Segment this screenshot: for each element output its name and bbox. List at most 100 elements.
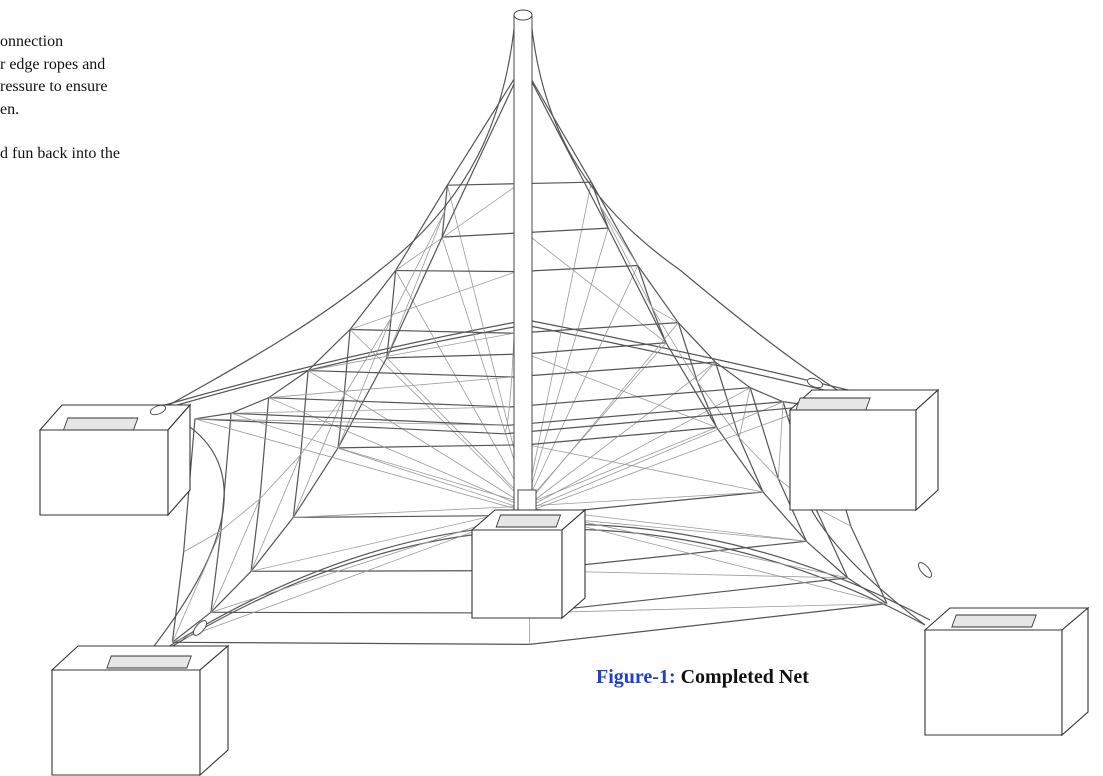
net-rope-segment bbox=[522, 64, 592, 183]
net-rope-segment bbox=[268, 376, 512, 399]
net-rope-segment bbox=[525, 227, 609, 234]
net-rope-segment bbox=[172, 511, 528, 643]
net-rope-segment bbox=[526, 322, 679, 505]
net-rope-segment bbox=[230, 397, 269, 414]
paragraph-2: d fun back into the bbox=[0, 143, 190, 166]
net-rope-segment bbox=[665, 342, 718, 428]
net-rope-segment bbox=[171, 611, 212, 643]
net-rope-segment bbox=[514, 322, 679, 334]
net-rope-segment bbox=[441, 211, 446, 238]
figure-caption: Figure-1: Completed Net bbox=[596, 666, 809, 689]
net-rope-segment bbox=[349, 329, 528, 505]
net-rope-segment bbox=[210, 570, 252, 613]
net-rope-segment bbox=[338, 444, 528, 449]
net-rope-segment bbox=[349, 271, 517, 330]
net-rope-segment bbox=[395, 269, 517, 273]
net-rope-segment bbox=[716, 427, 764, 493]
net-rope-segment bbox=[220, 413, 232, 531]
text-line: onnection bbox=[0, 33, 64, 50]
net-rope-segment bbox=[526, 227, 609, 501]
net-rope-segment bbox=[210, 498, 261, 613]
net-rope-segment bbox=[292, 454, 302, 518]
net-rope-segment bbox=[308, 369, 512, 378]
net-rope-segment bbox=[441, 236, 528, 501]
net-rope-segment bbox=[504, 405, 815, 435]
net-rope-segment bbox=[590, 181, 601, 206]
net-rope-segment bbox=[183, 530, 222, 553]
net-rope-segment bbox=[268, 397, 510, 408]
net-rope-segment bbox=[697, 361, 716, 383]
net-rope-segment bbox=[386, 210, 446, 359]
net-rope-segment bbox=[529, 577, 848, 614]
net-rope-segment bbox=[292, 395, 345, 518]
net-rope-segment bbox=[526, 361, 716, 507]
net-rope-segment bbox=[307, 329, 351, 371]
net-rope-segment bbox=[194, 418, 505, 435]
net-rope-segment bbox=[777, 401, 784, 479]
foundation-block-bottom-right bbox=[923, 606, 1090, 737]
net-rope-segment bbox=[441, 64, 524, 238]
net-rope-segment bbox=[231, 406, 510, 414]
net-rope-segment bbox=[599, 204, 653, 308]
net-rope-segment bbox=[516, 264, 638, 273]
net-rope-segment bbox=[210, 530, 222, 613]
net-rope-segment bbox=[447, 183, 520, 186]
net-rope-segment bbox=[307, 370, 528, 507]
net-rope-segment bbox=[507, 401, 784, 426]
net-rope-segment bbox=[250, 517, 294, 572]
foundation-blocks bbox=[38, 388, 1090, 776]
net-rope-segment bbox=[526, 353, 717, 428]
text-line: en. bbox=[0, 100, 20, 118]
net-rope-segment bbox=[308, 332, 515, 371]
net-rope-segment bbox=[651, 307, 679, 324]
net-rope-segment bbox=[738, 437, 779, 480]
net-rope-segment bbox=[390, 210, 446, 318]
net-rope-segment bbox=[677, 322, 699, 383]
net-rope-segment bbox=[386, 357, 528, 503]
net-rope-segment bbox=[343, 317, 392, 397]
net-rope-segment bbox=[526, 491, 764, 507]
net-rope-segment bbox=[172, 641, 530, 645]
net-rope-segment bbox=[220, 498, 261, 531]
net-rope-segment bbox=[637, 265, 653, 308]
net-rope-segment bbox=[349, 270, 397, 330]
net-rope-segment bbox=[268, 397, 528, 509]
net-rope-segment bbox=[268, 370, 309, 399]
net-rope-segment bbox=[529, 603, 888, 614]
net-rope-segment bbox=[527, 426, 717, 446]
net-rope-segment bbox=[696, 381, 718, 428]
net-rope-segment bbox=[509, 387, 751, 408]
net-rope-segment bbox=[442, 232, 526, 238]
net-rope-segment bbox=[259, 454, 301, 500]
net-rope-segment bbox=[506, 406, 510, 426]
foundation-block-center bbox=[470, 508, 587, 620]
net-rope-segment bbox=[762, 491, 807, 542]
net-rope-segment bbox=[529, 603, 888, 645]
net-rope-segment bbox=[526, 265, 639, 503]
net-rope-segment bbox=[637, 265, 679, 324]
net-rope-segment bbox=[210, 509, 528, 613]
net-rope-segment bbox=[847, 577, 888, 605]
net-rope-segment bbox=[526, 342, 667, 355]
figure-title: Completed Net bbox=[680, 666, 809, 688]
net-rope-segment bbox=[231, 412, 508, 426]
foundation-block-right bbox=[788, 388, 940, 512]
net-rope-segment bbox=[504, 425, 508, 434]
net-rope-segment bbox=[292, 447, 339, 518]
net-rope-segment bbox=[715, 361, 751, 389]
net-rope-segment bbox=[526, 401, 784, 511]
paragraph-1: onnection r edge ropes and ressure to en… bbox=[0, 31, 190, 121]
net-rope-segment bbox=[526, 405, 815, 513]
net-rope-segment bbox=[509, 376, 513, 407]
net-rope-segment bbox=[446, 64, 524, 186]
net-rope-segment bbox=[386, 236, 443, 359]
net-rope-segment bbox=[749, 387, 779, 479]
net-rope-segment bbox=[651, 307, 698, 383]
net-rope-segment bbox=[395, 270, 528, 503]
net-rope-segment bbox=[526, 342, 667, 503]
net-rope-segment bbox=[386, 317, 392, 358]
net-rope-segment bbox=[171, 551, 185, 643]
net-rope-segment bbox=[599, 204, 639, 266]
net-rope-segment bbox=[806, 540, 849, 579]
